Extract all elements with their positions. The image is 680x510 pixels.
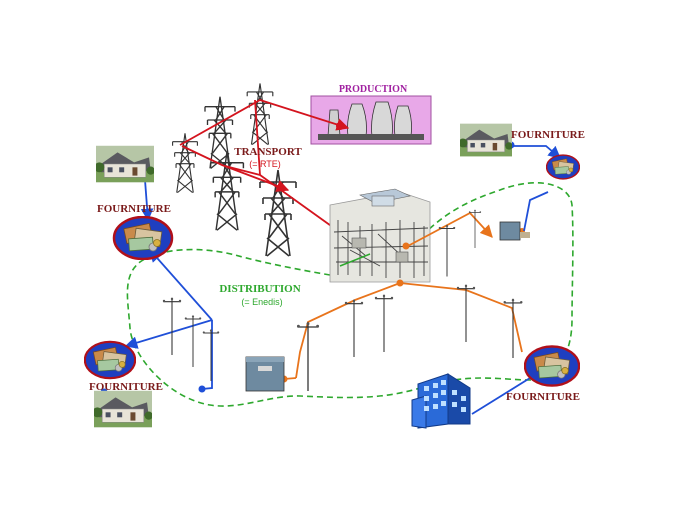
house-icon (96, 145, 154, 183)
banknotes-icon (84, 340, 136, 380)
utility-pole-icon (344, 299, 364, 358)
fourniture-label-left-lower: FOURNITURE (89, 381, 163, 393)
pylon-icon (204, 95, 236, 170)
distribution-node (396, 279, 404, 287)
power-plant-icon (310, 95, 432, 145)
fourniture-label-left-upper: FOURNITURE (97, 203, 171, 215)
banknotes-icon (524, 345, 580, 387)
utility-pole-icon (296, 321, 320, 392)
banknotes-icon (112, 216, 174, 260)
transformer-cabinet-icon (499, 221, 530, 241)
pylon-icon (246, 82, 274, 146)
production-label: PRODUCTION (339, 84, 408, 95)
fourniture-node (198, 385, 206, 393)
house-icon (94, 390, 152, 428)
fourniture-label-bottom-right: FOURNITURE (506, 391, 580, 403)
distribution-node (402, 242, 410, 250)
distribution-lines (283, 211, 523, 380)
transport-node (336, 122, 344, 130)
utility-pole-icon (374, 294, 394, 352)
distribution-label: DISTRIBUTION (219, 283, 300, 295)
fourniture-label-top-right: FOURNITURE (511, 129, 585, 141)
utility-pole-icon (438, 224, 456, 277)
substation-icon (329, 188, 431, 283)
transport-sub-label: (= RTE) (249, 159, 281, 169)
transformer-cabinet-icon (245, 356, 285, 392)
utility-pole-icon (202, 328, 220, 382)
house-icon (460, 123, 512, 157)
pylon-icon (259, 169, 297, 257)
banknotes-icon (546, 154, 580, 180)
building-icon (411, 373, 471, 429)
pylon-icon (209, 151, 245, 231)
utility-pole-icon (468, 209, 482, 248)
utility-pole-icon (502, 298, 524, 358)
utility-pole-icon (162, 296, 182, 356)
transport-label: TRANSPORT (234, 146, 302, 158)
transport-lines (179, 99, 350, 229)
distribution-sub-label: (= Enedis) (241, 297, 282, 307)
